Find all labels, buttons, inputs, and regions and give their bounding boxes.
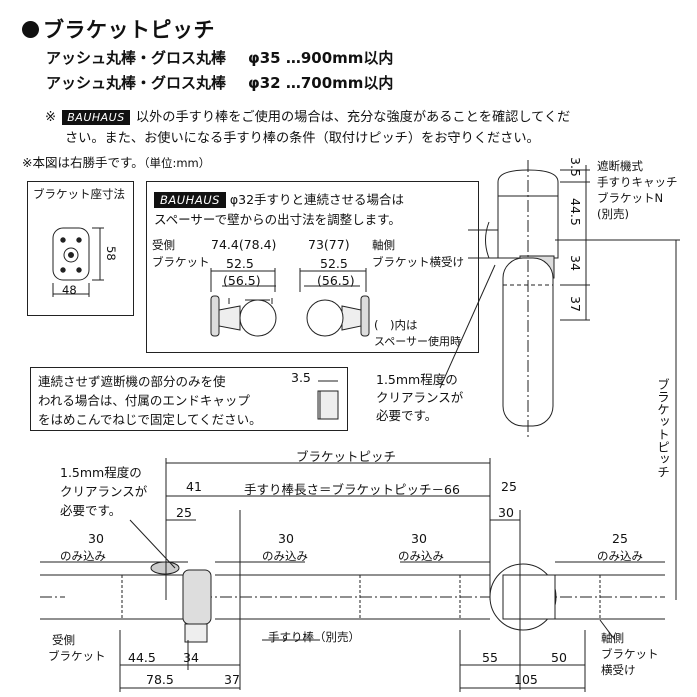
dim-105: 105 — [514, 672, 538, 687]
dim-52-5-b: 52.5 — [320, 256, 348, 271]
catch-label-2: 手すりキャッチ — [597, 175, 678, 189]
dim-74-4: 74.4(78.4) — [211, 237, 277, 252]
shaft-bracket-plate — [360, 295, 370, 337]
shaft-bracket-label-1: 軸側 — [601, 631, 624, 645]
base-plate-hole — [63, 247, 79, 263]
pitch-label: ブラケットピッチ — [296, 449, 397, 464]
catch-clearance-1: 1.5mm程度の — [376, 372, 458, 387]
dim-34: 34 — [183, 650, 199, 665]
paren-note-1: ( )内は — [374, 318, 418, 332]
main-clearance-2: クリアランスが — [60, 484, 148, 499]
inset-word-b: のみ込み — [262, 549, 308, 563]
note-line-1: 以外の手すり棒をご使用の場合は、充分な強度があることを確認してくだ — [135, 110, 571, 125]
dim-44-5: 44.5 — [128, 650, 156, 665]
endcap-shape — [317, 390, 339, 420]
endcap-dim: 3.5 — [291, 370, 311, 385]
receive-bracket-label-1: 受側 — [52, 633, 75, 647]
catch-clearance-2: クリアランスが — [376, 390, 464, 405]
endcap-box — [30, 367, 348, 431]
dim-30-right: 30 — [498, 505, 514, 520]
catch-label-1: 遮断機式 — [597, 159, 643, 173]
inset-word-d: のみ込み — [597, 549, 643, 563]
middle-rod — [215, 574, 490, 620]
dim-25-left: 25 — [176, 505, 192, 520]
spec-dim: φ32 …700mm以内 — [248, 74, 394, 92]
catch-bracket-body — [497, 169, 559, 259]
left-rod — [40, 574, 185, 620]
caution-note: ※ BAUHAUS 以外の手すり棒をご使用の場合は、充分な強度があることを確認し… — [45, 107, 685, 149]
spacer-line-1: BAUHAUS φ32手すりと連続させる場合は — [154, 189, 404, 208]
dim-56-5-b: (56.5) — [317, 273, 355, 288]
catch-label-4: (別売) — [597, 207, 629, 221]
catch-clearance-3: 必要です。 — [376, 408, 438, 423]
title-text: ブラケットピッチ — [43, 18, 215, 42]
receive-label-2: ブラケット — [152, 255, 210, 269]
receive-rod-section — [239, 299, 277, 337]
inset-30-c: 30 — [411, 531, 427, 546]
page-title: ブラケットピッチ — [22, 14, 215, 44]
catch-dim-37: 37 — [568, 296, 583, 312]
dim-37: 37 — [224, 672, 240, 687]
inset-word-c: のみ込み — [398, 549, 444, 563]
rod-label: 手すり棒（別売） — [268, 630, 360, 644]
shaft-rod-section — [306, 299, 344, 337]
paren-note-2: スペーサー使用時 — [374, 335, 462, 348]
brand-logo: BAUHAUS — [62, 110, 130, 125]
dim-50: 50 — [551, 650, 567, 665]
bullet-icon — [22, 21, 39, 38]
inset-30-a: 30 — [88, 531, 104, 546]
inset-30-b: 30 — [278, 531, 294, 546]
catch-dim-44-5: 44.5 — [568, 198, 583, 226]
left-receive-bracket — [182, 569, 212, 625]
dim-52-5-a: 52.5 — [226, 256, 254, 271]
spacer-line-2: スペーサーで壁からの出寸法を調整します。 — [154, 212, 401, 227]
spec-name: アッシュ丸棒・グロス丸棒 — [46, 74, 227, 92]
dim-25-top: 25 — [501, 479, 517, 494]
catch-label-3: ブラケットN — [597, 191, 664, 205]
endcap-line-3: をはめこんでねじで固定してください。 — [38, 412, 262, 427]
spacer-line-1-text: φ32手すりと連続させる場合は — [229, 192, 405, 207]
figure-note: ※本図は右勝手です。（単位:mm） — [22, 152, 210, 171]
inset-word-a: のみ込み — [60, 549, 106, 563]
shaft-label-1: 軸側 — [372, 238, 395, 252]
spec-name: アッシュ丸棒・グロス丸棒 — [46, 49, 227, 67]
dim-55: 55 — [482, 650, 498, 665]
receive-label-1: 受側 — [152, 238, 175, 252]
note-mark: ※ — [45, 110, 57, 125]
spec-line-2: アッシュ丸棒・グロス丸棒 φ32 …700mm以内 — [46, 72, 393, 93]
shaft-bracket-label-3: 横受け — [601, 663, 636, 677]
dim-78-5: 78.5 — [146, 672, 174, 687]
catch-dim-34: 34 — [568, 255, 583, 271]
receive-bracket-label-2: ブラケット — [48, 649, 106, 663]
figure-note-main: ※本図は右勝手です。 — [22, 155, 144, 170]
catch-dim-top: 3.5 — [568, 157, 583, 177]
rod-length-label: 手すり棒長さ＝ブラケットピッチ－66 — [244, 482, 460, 497]
spec-line-1: アッシュ丸棒・グロス丸棒 φ35 …900mm以内 — [46, 47, 393, 68]
right-rod — [555, 574, 665, 620]
inset-25: 25 — [612, 531, 628, 546]
receive-bracket-plate — [210, 295, 220, 337]
endcap-line-1: 連続させず遮断機の部分のみを使 — [38, 374, 226, 389]
brand-logo: BAUHAUS — [154, 192, 226, 208]
dim-41: 41 — [186, 479, 202, 494]
endcap-line-2: われる場合は、付属のエンドキャップ — [38, 393, 250, 408]
bracket-base-title: ブラケット座寸法 — [33, 187, 125, 201]
shaft-label-2: ブラケット横受け — [372, 255, 464, 269]
pitch-vertical-label: ブラケットピッチ — [655, 378, 670, 478]
shaft-bracket-label-2: ブラケット — [601, 647, 659, 661]
dim-73: 73(77) — [308, 237, 350, 252]
dim-56-5-a: (56.5) — [223, 273, 261, 288]
unit-note: （単位:mm） — [143, 156, 211, 170]
main-clearance-1: 1.5mm程度の — [60, 465, 142, 480]
main-clearance-3: 必要です。 — [60, 503, 122, 518]
bracket-base-dim-w: 48 — [62, 283, 77, 297]
bracket-base-dim-h: 58 — [104, 246, 118, 261]
note-line-2: さい。また、お使いになる手すり棒の条件（取付けピッチ）をお守りください。 — [65, 131, 540, 146]
spec-dim: φ35 …900mm以内 — [248, 49, 394, 67]
